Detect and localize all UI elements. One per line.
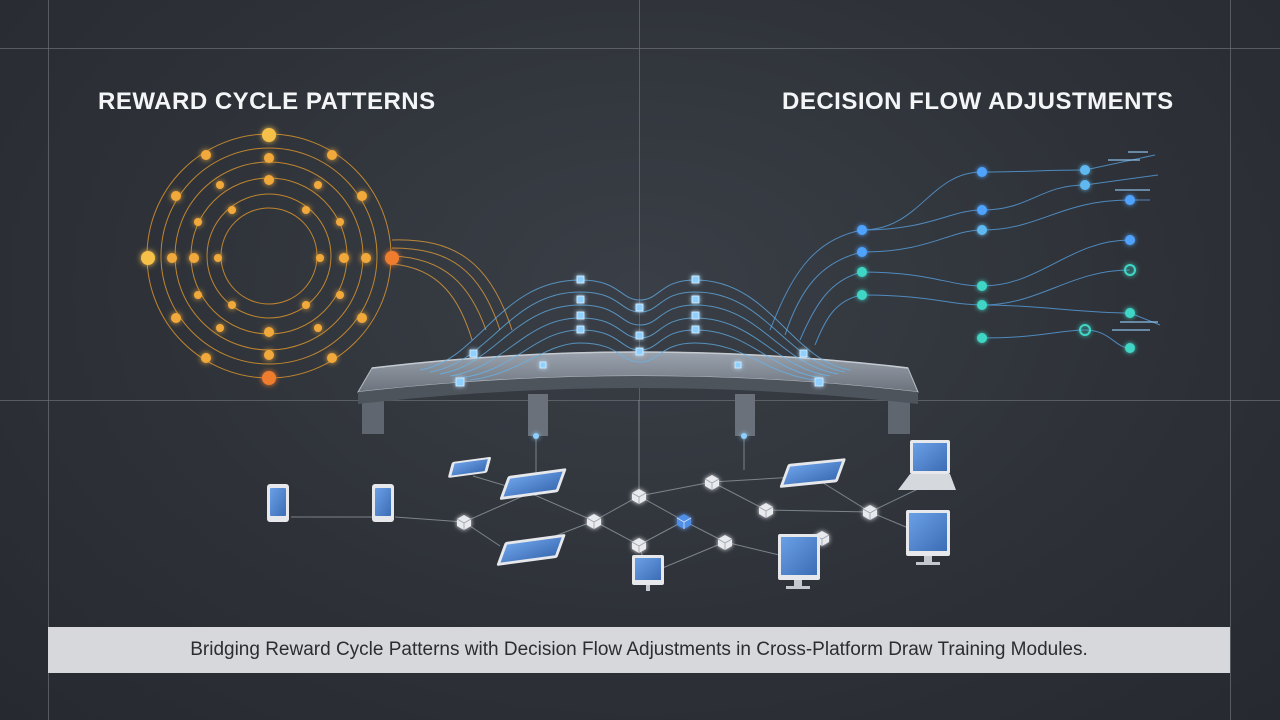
cube-node-icon xyxy=(862,505,878,520)
guide-line-horizontal-middle xyxy=(0,400,1280,401)
reward-cycle-nodes xyxy=(141,128,399,385)
tablet-icon xyxy=(779,458,846,488)
reward-cycle-outgoing-arcs xyxy=(391,239,513,341)
decision-flow-title: DECISION FLOW ADJUSTMENTS xyxy=(782,88,1174,115)
tablet-icon xyxy=(499,468,567,500)
cube-node-icon xyxy=(758,503,774,518)
smartphone-icon xyxy=(267,484,289,522)
cube-node-icon xyxy=(704,475,720,490)
cube-node-icon xyxy=(631,489,647,504)
smartphone-icon xyxy=(372,484,394,522)
decision-flow-nodes xyxy=(857,165,1136,353)
guide-line-vertical-center xyxy=(639,0,640,400)
cube-node-icon xyxy=(631,538,647,553)
monitor-icon xyxy=(778,534,820,589)
cube-node-icon xyxy=(717,535,733,550)
reward-cycle-rings xyxy=(146,133,392,379)
caption-bar: Bridging Reward Cycle Patterns with Deci… xyxy=(48,627,1230,673)
monitor-icon xyxy=(632,555,664,591)
laptop-icon xyxy=(898,440,956,490)
caption-text: Bridging Reward Cycle Patterns with Deci… xyxy=(190,639,1088,660)
tablet-icon xyxy=(448,456,491,478)
guide-line-vertical-left xyxy=(48,0,49,720)
network-links xyxy=(291,400,926,575)
reward-cycle-title: REWARD CYCLE PATTERNS xyxy=(98,88,436,115)
cube-node-icon xyxy=(586,514,602,529)
guide-line-horizontal-top xyxy=(0,48,1280,49)
bridge-signal-nodes xyxy=(455,275,824,387)
guide-line-vertical-right xyxy=(1230,0,1231,720)
tablet-icon xyxy=(496,534,566,566)
cube-node-icon xyxy=(456,515,472,530)
decision-flow-lines xyxy=(769,154,1161,349)
monitor-icon xyxy=(906,510,950,565)
decision-flow-ticks xyxy=(1108,151,1158,331)
cube-node-icon xyxy=(676,514,692,529)
bridge-structure xyxy=(357,351,919,436)
